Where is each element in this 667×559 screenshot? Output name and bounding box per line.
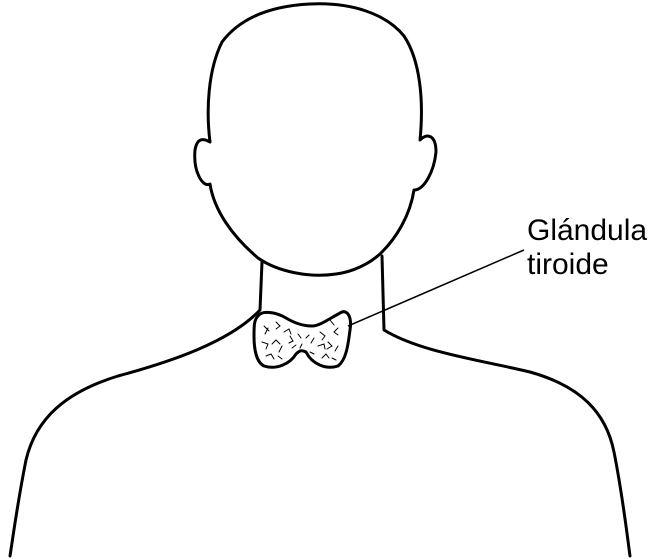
thyroid-label: Glándula tiroide — [527, 214, 647, 282]
body-outline-right — [382, 256, 630, 556]
body-outline — [10, 262, 262, 556]
head-outline — [195, 4, 436, 275]
thyroid-gland — [254, 312, 351, 368]
label-line-1: Glándula — [527, 214, 647, 248]
label-line-2: tiroide — [527, 248, 647, 282]
leader-line — [348, 250, 524, 326]
